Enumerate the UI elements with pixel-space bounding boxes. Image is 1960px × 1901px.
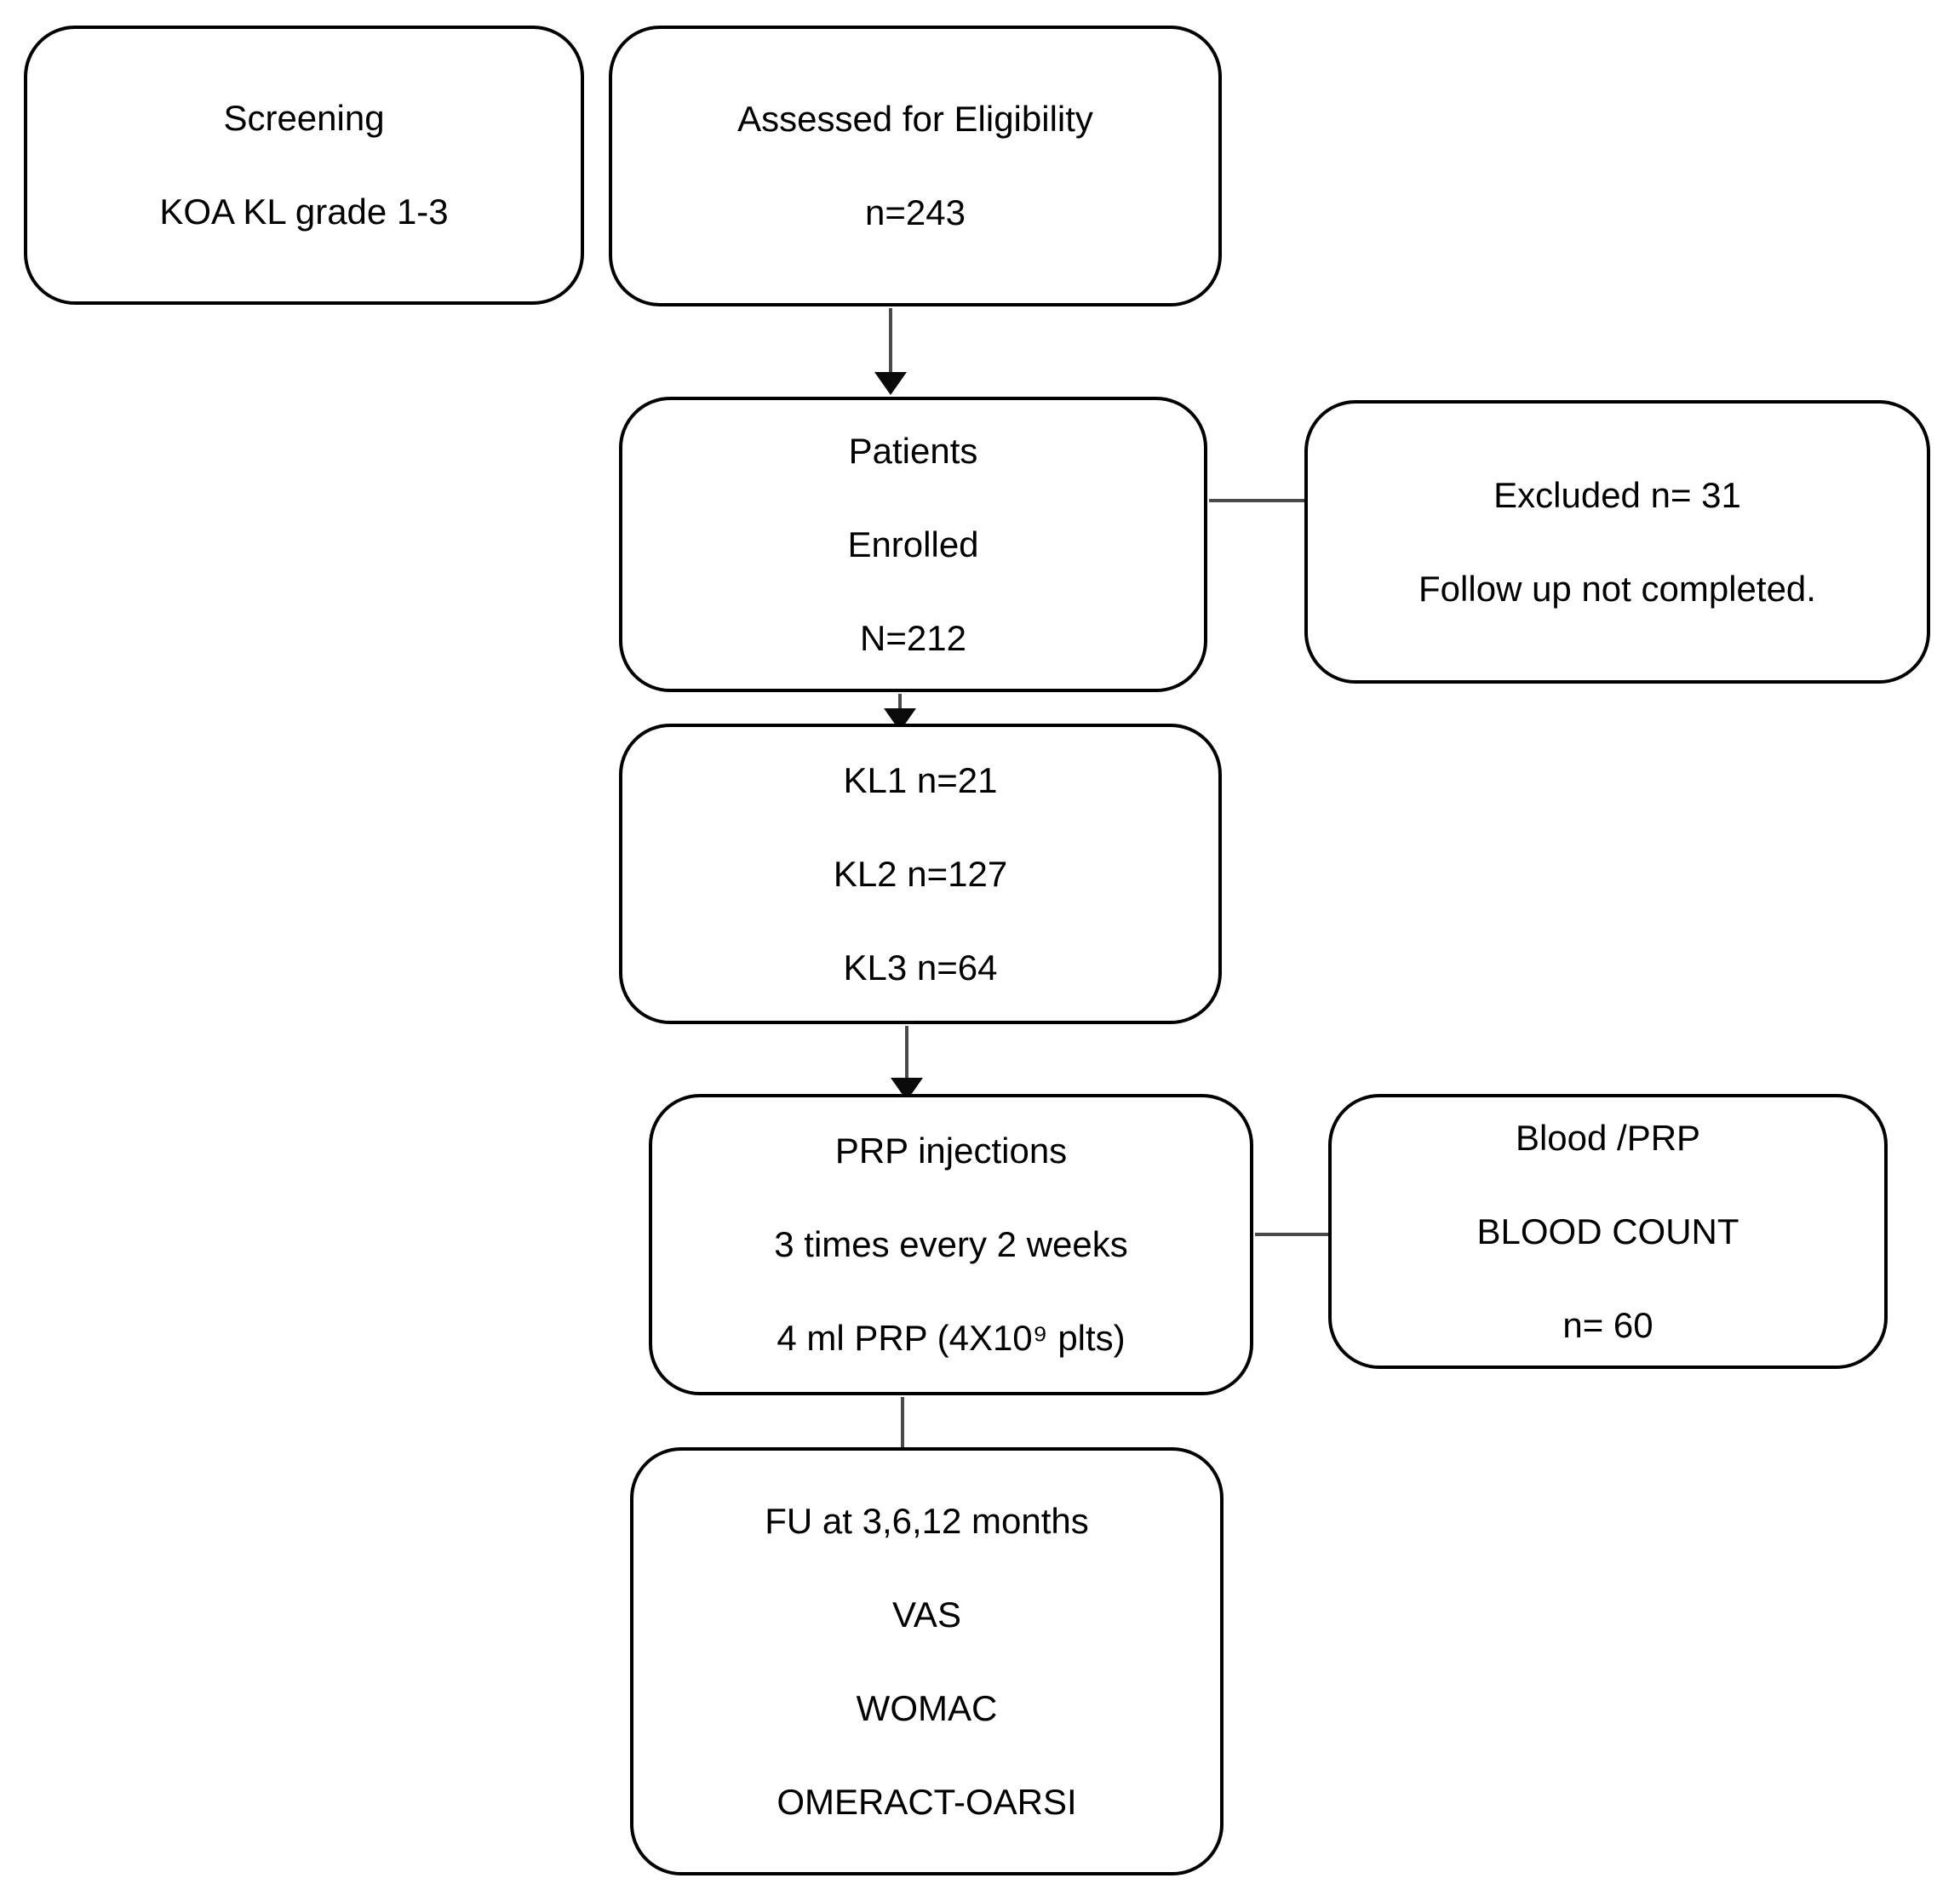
arrow-kl-grades-to-prp xyxy=(890,1026,924,1101)
box-text-line: KL1 n=21 xyxy=(843,759,998,800)
follow-up-box: FU at 3,6,12 months VAS WOMAC OMERACT-OA… xyxy=(630,1447,1224,1875)
arrow-shaft xyxy=(898,694,902,708)
blood-prp-box: Blood /PRP BLOOD COUNT n= 60 xyxy=(1328,1094,1888,1369)
box-text-line: KL3 n=64 xyxy=(843,947,998,988)
box-text-line: n=243 xyxy=(865,192,966,232)
arrow-shaft xyxy=(905,1026,908,1078)
box-text-line: Enrolled xyxy=(847,524,979,564)
screening-box: Screening KOA KL grade 1-3 xyxy=(24,26,584,305)
box-text-line: WOMAC xyxy=(856,1687,998,1728)
box-text-line: Excluded n= 31 xyxy=(1493,474,1741,515)
arrow-shaft xyxy=(901,1397,904,1453)
box-text-line: Patients xyxy=(848,430,978,471)
assessed-eligibility-box: Assessed for Eligibility n=243 xyxy=(609,26,1222,306)
excluded-box: Excluded n= 31 Follow up not completed. xyxy=(1304,400,1930,684)
box-text-line: Blood /PRP xyxy=(1515,1117,1701,1158)
box-text-line: Assessed for Eligibility xyxy=(737,99,1093,139)
patients-enrolled-box: Patients Enrolled N=212 xyxy=(619,397,1207,692)
box-text-line: KOA KL grade 1-3 xyxy=(159,192,449,232)
box-text-line: OMERACT-OARSI xyxy=(777,1781,1077,1822)
box-text-line: PRP injections xyxy=(834,1131,1068,1171)
box-text-line: BLOOD COUNT xyxy=(1476,1211,1739,1251)
box-text-line: KL2 n=127 xyxy=(833,853,1008,894)
arrowhead-down-icon xyxy=(874,372,907,395)
arrow-shaft xyxy=(889,308,892,372)
box-text-line: 3 times every 2 weeks xyxy=(774,1224,1128,1264)
box-text-line: n= 60 xyxy=(1562,1304,1653,1345)
box-text-line: 4 ml PRP (4X10⁹ plts) xyxy=(777,1318,1126,1358)
arrow-shaft xyxy=(1209,499,1315,502)
arrow-shaft xyxy=(1255,1233,1332,1236)
box-text-line: N=212 xyxy=(860,617,966,658)
box-text-line: Screening xyxy=(223,98,385,138)
box-text-line: VAS xyxy=(892,1594,961,1635)
kl-grades-box: KL1 n=21 KL2 n=127 KL3 n=64 xyxy=(619,724,1222,1024)
prp-injections-box: PRP injections 3 times every 2 weeks 4 m… xyxy=(649,1094,1253,1395)
arrow-assessed-to-patients xyxy=(874,308,908,395)
box-text-line: FU at 3,6,12 months xyxy=(765,1500,1089,1541)
box-text-line: Follow up not completed. xyxy=(1418,568,1816,609)
